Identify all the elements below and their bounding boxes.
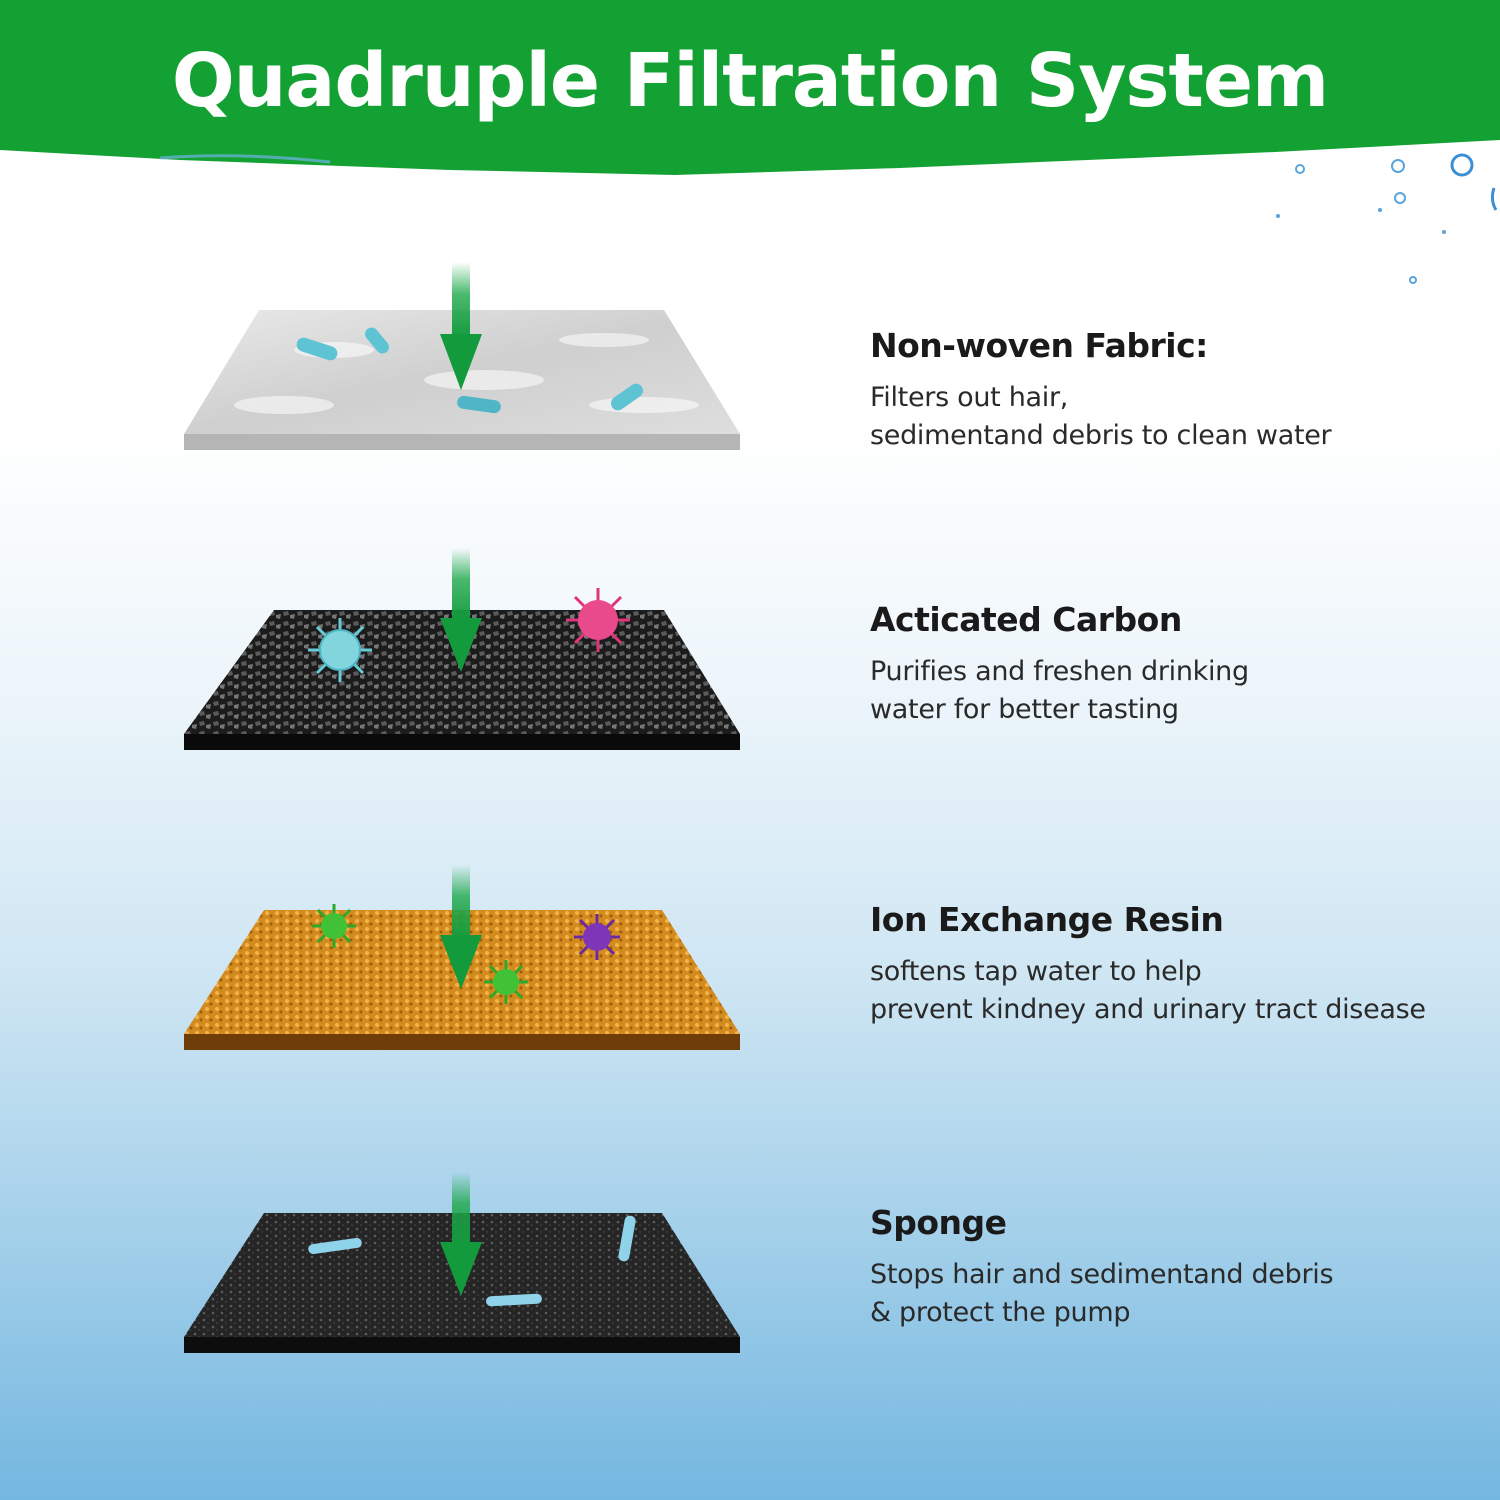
carbon-layer-illustration: [184, 588, 740, 750]
resin-description: Ion Exchange Resin softens tap water to …: [870, 900, 1470, 1029]
down-arrow-icon: [440, 548, 482, 672]
carbon-description: Acticated Carbon Purifies and freshen dr…: [870, 600, 1470, 729]
down-arrow-icon: [440, 262, 482, 390]
layer-title: Ion Exchange Resin: [870, 900, 1224, 939]
germ-icon: [574, 914, 620, 960]
header-banner: [0, 0, 1500, 175]
virus-icon: [566, 588, 630, 652]
layer-description-line: Stops hair and sedimentand debris: [870, 1259, 1334, 1290]
layer-description-line: softens tap water to help: [870, 956, 1202, 987]
germ-icon: [312, 904, 356, 948]
layer-description-line: water for better tasting: [870, 694, 1179, 725]
page-title: Quadruple Filtration System: [171, 38, 1329, 124]
layer-description-line: & protect the pump: [870, 1297, 1131, 1328]
layer-description-line: sedimentand debris to clean water: [870, 420, 1332, 451]
layer-title: Acticated Carbon: [870, 600, 1182, 639]
down-arrow-icon: [440, 865, 482, 989]
fabric-description: Non-woven Fabric: Filters out hair, sedi…: [870, 326, 1470, 455]
layer-title: Sponge: [870, 1203, 1007, 1242]
germ-icon: [484, 960, 528, 1004]
layer-description-line: Purifies and freshen drinking: [870, 656, 1249, 687]
layer-description-line: prevent kindney and urinary tract diseas…: [870, 994, 1426, 1025]
layer-title: Non-woven Fabric:: [870, 326, 1208, 365]
down-arrow-icon: [440, 1172, 482, 1296]
layer-description-line: Filters out hair,: [870, 382, 1069, 413]
sponge-description: Sponge Stops hair and sedimentand debris…: [870, 1203, 1470, 1332]
virus-icon: [308, 618, 372, 682]
